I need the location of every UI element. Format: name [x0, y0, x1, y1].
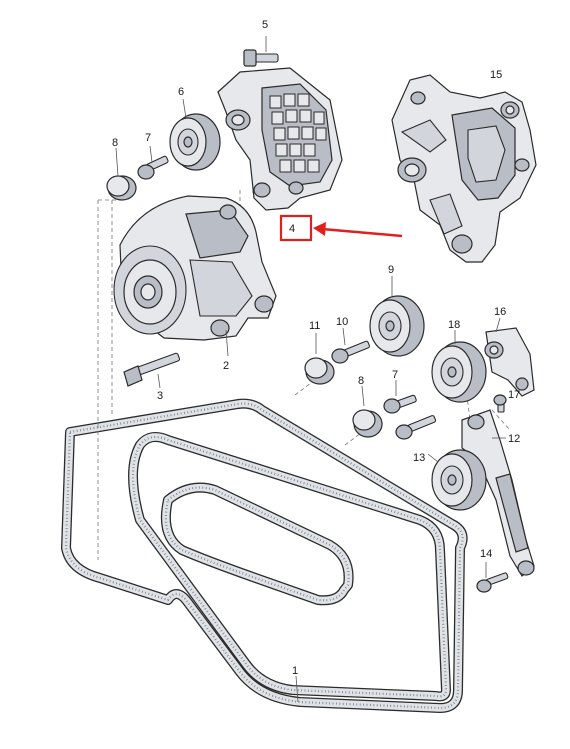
alternator-2 — [113, 195, 277, 357]
bolt-10 — [331, 327, 370, 364]
callout-3: 3 — [157, 390, 163, 402]
tensioner-pulley-13 — [427, 449, 487, 511]
callout-17: 17 — [508, 389, 520, 401]
cap-8-top — [106, 147, 137, 201]
callout-2: 2 — [223, 360, 229, 372]
cap-11 — [304, 333, 335, 385]
callout-1: 1 — [292, 665, 298, 677]
bolt-3 — [123, 352, 181, 389]
highlight-arrow — [321, 227, 403, 238]
idler-pulley-18 — [431, 330, 487, 403]
ribbed-belt-inner — [128, 431, 451, 702]
highlight-callout-4 — [279, 214, 403, 242]
callout-13: 13 — [413, 452, 425, 464]
cap-8-lower — [352, 385, 383, 438]
callout-10: 10 — [336, 316, 348, 328]
highlight-arrowhead — [313, 222, 326, 236]
callout-7-lower: 7 — [392, 369, 398, 381]
callout-8-top: 8 — [112, 137, 118, 149]
callout-6: 6 — [178, 86, 184, 98]
bolt-5 — [243, 36, 279, 67]
leader-1 — [295, 675, 299, 703]
tensioner-bracket-16 — [484, 317, 535, 397]
bolt-7-lower — [383, 380, 417, 414]
ribbed-belt-outer — [61, 398, 468, 713]
bolt-7-top — [137, 145, 169, 180]
bolt-near-13 — [395, 415, 437, 440]
bracket-rib-grid — [269, 93, 327, 173]
engine-bracket-15 — [391, 74, 537, 263]
callout-16: 16 — [494, 306, 506, 318]
callout-9: 9 — [388, 264, 394, 276]
idler-pulley-9 — [369, 276, 425, 357]
callout-14: 14 — [480, 548, 492, 560]
callout-8-lower: 8 — [358, 375, 364, 387]
callout-4: 4 — [289, 223, 295, 235]
callout-7-top: 7 — [145, 132, 151, 144]
callout-5: 5 — [262, 19, 268, 31]
callout-labels: 1 2 3 4 5 6 7 7 8 8 9 10 11 12 13 14 15 … — [112, 19, 520, 677]
idler-pulley-6 — [169, 98, 221, 171]
alternator-bracket-4 — [217, 67, 343, 211]
ribbed-belt-small — [160, 482, 354, 606]
callout-15: 15 — [490, 69, 502, 81]
bolt-14 — [476, 562, 509, 593]
callout-18: 18 — [448, 319, 460, 331]
bolt-17 — [493, 394, 507, 413]
highlight-box — [279, 214, 313, 242]
callout-11: 11 — [309, 320, 320, 332]
callout-12: 12 — [508, 433, 520, 445]
